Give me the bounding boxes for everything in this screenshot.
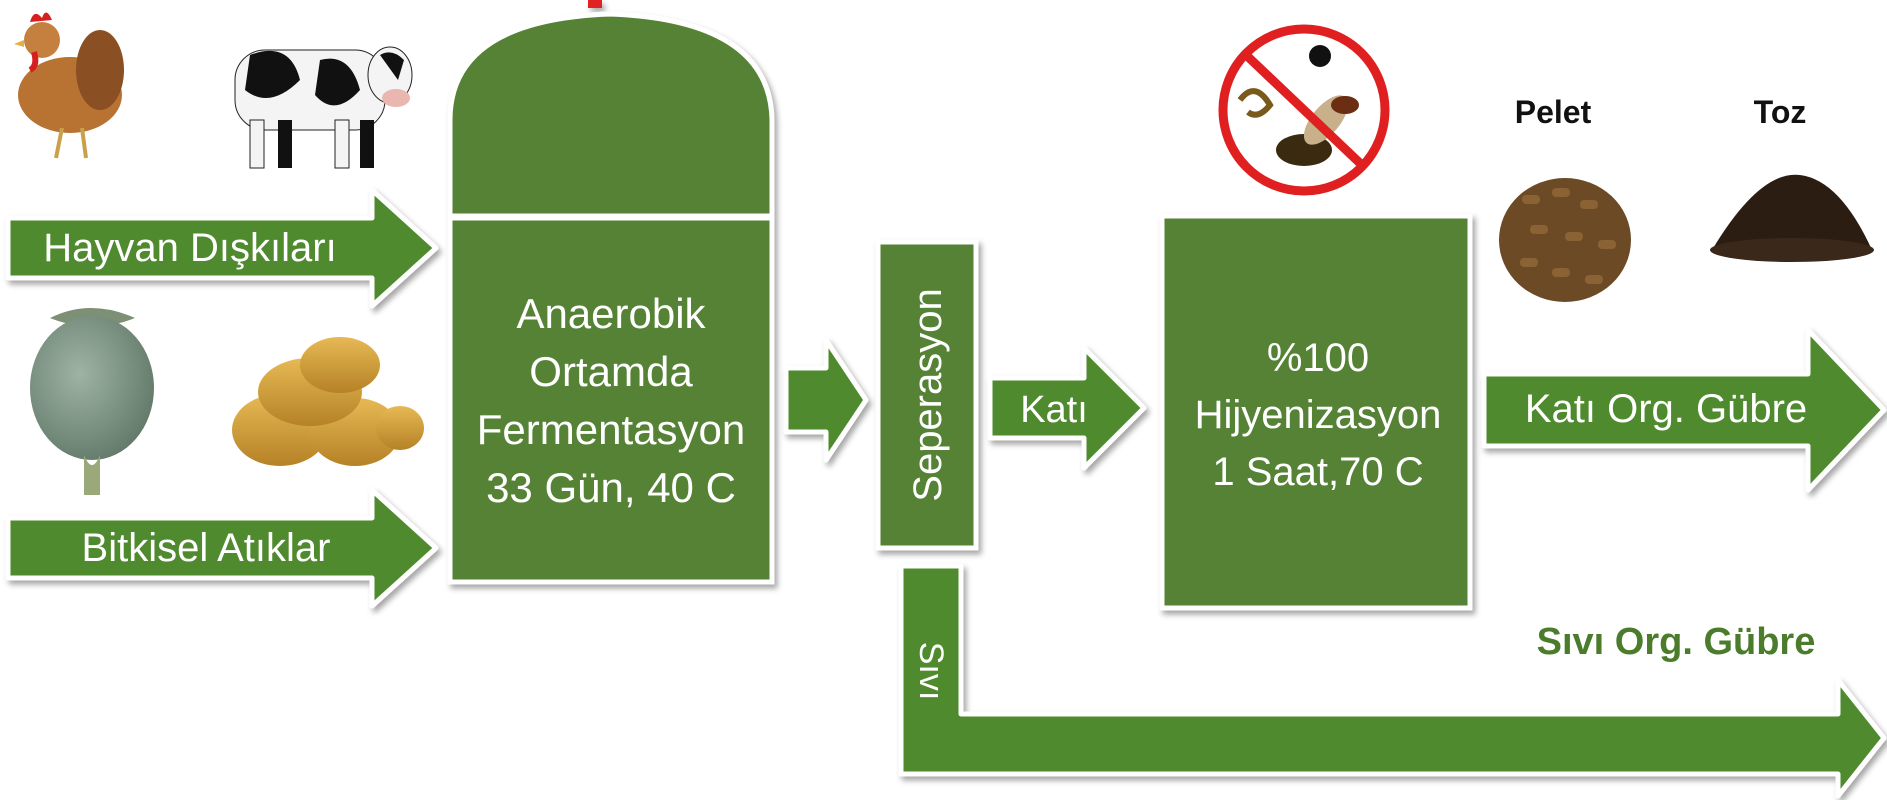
- pellet-label: Pelet: [1515, 94, 1592, 130]
- potato-icon: [232, 337, 424, 466]
- digester-line-2: Ortamda: [529, 348, 693, 395]
- hygienization-box: %100 Hijyenizasyon 1 Saat,70 C: [1159, 213, 1473, 611]
- digester-tank: Anaerobik Ortamda Fermentasyon 33 Gün, 4…: [447, 0, 775, 585]
- digester-line-3: Fermentasyon: [477, 406, 745, 453]
- animal-waste-label: Hayvan Dışkıları: [43, 226, 336, 270]
- powder-pile-icon: [1710, 174, 1874, 262]
- solid-fertilizer-arrow: Katı Org. Gübre: [1481, 327, 1887, 493]
- plant-waste-label: Bitkisel Atıklar: [82, 526, 331, 570]
- hygiene-line-3: 1 Saat,70 C: [1212, 450, 1423, 494]
- cow-icon: [234, 46, 413, 169]
- no-insects-icon: [1218, 24, 1390, 196]
- separation-box: Seperasyon: [875, 239, 979, 551]
- solid-fertilizer-label: Katı Org. Gübre: [1525, 387, 1807, 431]
- liquid-branch-label: Sıvı: [912, 642, 950, 701]
- plant-waste-arrow: Bitkisel Atıklar: [5, 487, 439, 609]
- digester-to-separation-arrow: [783, 337, 869, 463]
- hygiene-line-1: %100: [1267, 336, 1369, 380]
- animal-waste-arrow: Hayvan Dışkıları: [5, 187, 439, 309]
- solid-branch-label: Katı: [1020, 389, 1088, 431]
- pellet-pile-icon: [1499, 178, 1631, 302]
- hygiene-line-2: Hijyenizasyon: [1195, 393, 1442, 437]
- liquid-fertilizer-label: Sıvı Org. Gübre: [1537, 621, 1816, 663]
- solid-branch-arrow: Katı: [987, 345, 1147, 471]
- powder-label: Toz: [1754, 94, 1807, 130]
- poppy-pod-icon: [30, 308, 154, 495]
- separation-label: Seperasyon: [906, 288, 950, 501]
- chicken-icon: [14, 12, 124, 159]
- digester-top-marker: [588, 0, 602, 8]
- digester-line-4: 33 Gün, 40 C: [486, 464, 736, 511]
- liquid-fertilizer-arrow: Sıvı: [898, 563, 1887, 799]
- digester-line-1: Anaerobik: [516, 290, 706, 337]
